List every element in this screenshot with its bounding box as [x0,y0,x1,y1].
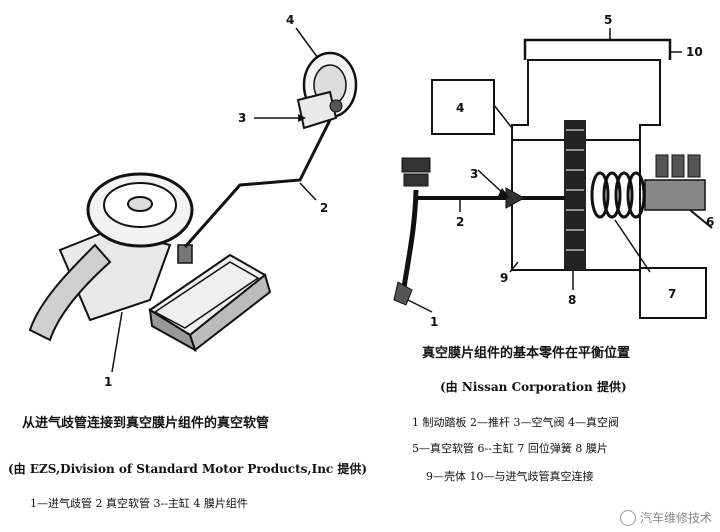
right-legend-line-2: 5—真空软管 6--主缸 7 回位弹簧 8 膜片 [412,442,608,455]
brake-pedal [393,157,431,306]
callout-1-right: 1 [430,315,438,329]
return-spring [590,171,646,219]
callout-7: 7 [668,287,676,301]
right-figure-source: (由 Nissan Corporation 提供) [440,380,627,394]
vacuum-hose-line [183,109,337,248]
callout-2: 2 [320,201,328,215]
booster-cross-section: 5 10 4 3 2 6 7 9 8 1 [393,13,714,329]
spring-label-box [639,267,707,319]
left-figure-legend: 1—进气歧管 2 真空软管 3--主缸 4 膜片组件 [30,497,248,510]
callout-10: 10 [686,45,703,59]
callout-8: 8 [568,293,576,307]
air-valve [505,187,526,209]
watermark: 汽车维修技术 [619,509,712,526]
right-diagram-panel: 5 10 4 3 2 6 7 9 8 1 真空膜片组件的基本零件在平衡位置 (由… [360,0,720,532]
callout-3: 3 [238,111,246,125]
callout-4-right: 4 [456,101,464,115]
callout-1: 1 [104,375,112,389]
right-legend-line-3: 9—壳体 10—与进气歧管真空连接 [426,470,594,483]
intake-manifold-illustration: 4 3 2 1 [28,13,358,389]
callout-2-right: 2 [456,215,464,229]
callout-3-right: 3 [470,167,478,181]
left-diagram-panel: 4 3 2 1 从进气歧管连接到真空膜片组件的真空软管 (由 EZS,Divis… [8,13,367,510]
right-legend-line-1: 1 制动踏板 2—推杆 3—空气阀 4—真空阀 [412,416,619,429]
master-cylinder-right [644,154,713,229]
callout-6: 6 [706,215,714,229]
left-figure-source: (由 EZS,Division of Standard Motor Produc… [8,462,368,476]
callout-4: 4 [286,13,294,27]
hose-fitting [177,244,193,264]
wechat-icon [619,509,636,526]
intake-runner [28,243,112,342]
watermark-text: 汽车维修技术 [639,511,712,525]
callout-9: 9 [500,271,508,285]
vacuum-hose-top [523,38,672,60]
callout-5: 5 [604,13,612,27]
vacuum-valve-box [431,79,495,135]
left-figure-title: 从进气歧管连接到真空膜片组件的真空软管 [22,416,270,431]
right-figure-title: 真空膜片组件的基本零件在平衡位置 [422,346,631,361]
diaphragm [564,120,586,270]
